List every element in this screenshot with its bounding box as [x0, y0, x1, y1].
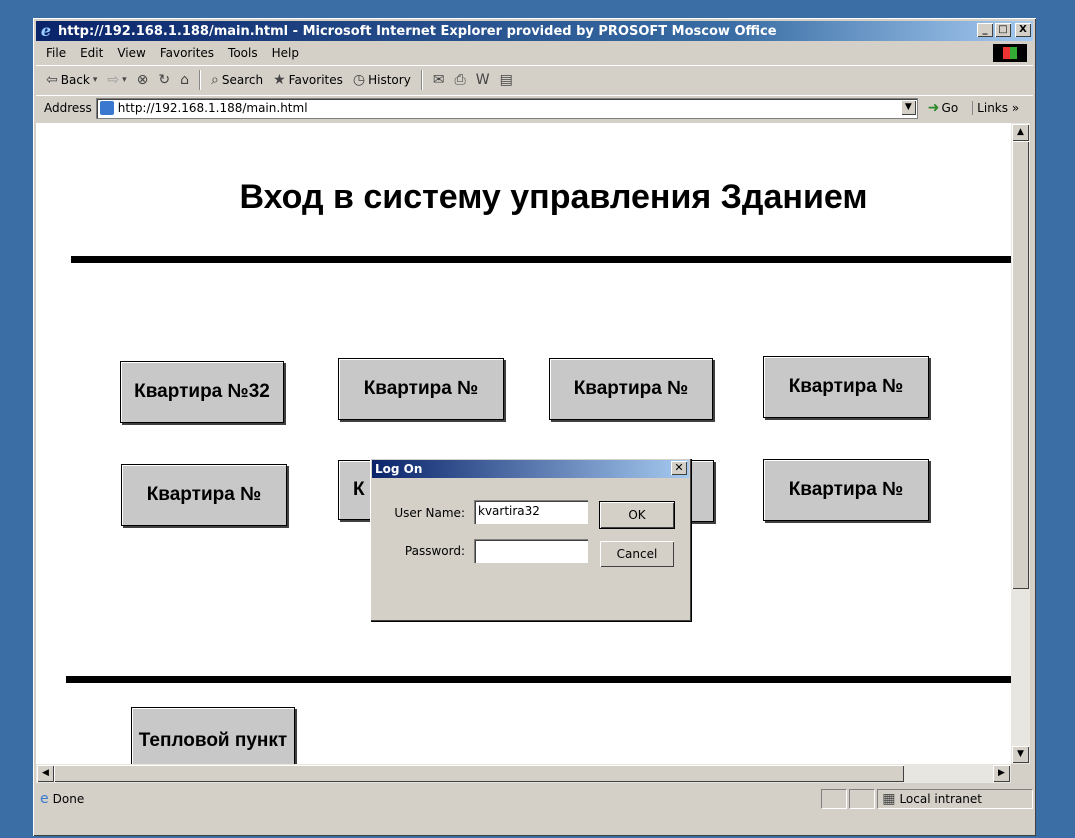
maximize-button[interactable]: □: [995, 23, 1011, 37]
scroll-left-icon[interactable]: ◀: [37, 765, 54, 782]
close-button[interactable]: X: [1015, 23, 1031, 37]
dialog-title: Log On: [375, 462, 423, 476]
search-label: Search: [221, 73, 264, 87]
windows-logo-icon: [993, 44, 1027, 62]
vertical-scrollbar[interactable]: ▲ ▼: [1011, 123, 1030, 764]
address-label: Address: [44, 101, 92, 115]
menu-bar: File Edit View Favorites Tools Help: [36, 43, 1033, 63]
address-dropdown-icon[interactable]: ▼: [900, 99, 916, 115]
password-label: Password:: [404, 544, 465, 558]
go-button[interactable]: ➜ Go: [928, 100, 958, 116]
vertical-scroll-thumb[interactable]: [1012, 141, 1029, 589]
history-icon: ◷: [352, 72, 366, 88]
menu-view[interactable]: View: [117, 46, 146, 60]
scroll-up-icon[interactable]: ▲: [1012, 124, 1029, 141]
back-arrow-icon: ⇦: [46, 72, 58, 88]
apartment-button[interactable]: Квартира №: [121, 464, 287, 526]
print-icon[interactable]: ⎙: [454, 72, 466, 88]
back-button[interactable]: ⇦ Back ▾: [46, 72, 97, 88]
bottom-divider: [66, 676, 1011, 683]
status-cell: [821, 789, 848, 809]
logon-dialog: Log On ✕ User Name: kvartira32 Password:…: [370, 458, 691, 621]
apartment-button[interactable]: Квартира №: [763, 459, 929, 521]
page-title: Вход в систему управления Зданием: [239, 178, 868, 216]
menu-tools[interactable]: Tools: [228, 46, 258, 60]
discuss-icon[interactable]: ▤: [499, 72, 513, 88]
word-edit-icon[interactable]: W: [475, 72, 490, 88]
stop-icon[interactable]: ⊗: [136, 72, 149, 88]
forward-button[interactable]: ⇨ ▾: [107, 72, 126, 88]
minimize-button[interactable]: _: [977, 23, 993, 37]
security-zone: ▦ Local intranet: [877, 789, 1033, 809]
dialog-title-bar[interactable]: Log On ✕: [372, 460, 689, 478]
toolbar: ⇦ Back ▾ ⇨ ▾ ⊗ ↻ ⌂ ⌕ Search ★ Favorites …: [36, 65, 1033, 94]
ok-button[interactable]: OK: [599, 501, 675, 529]
home-icon[interactable]: ⌂: [180, 72, 190, 88]
go-arrow-icon: ➜: [927, 100, 940, 116]
scroll-right-icon[interactable]: ▶: [993, 765, 1010, 782]
window-controls: _ □ X: [977, 23, 1031, 37]
address-bar: Address http://192.168.1.188/main.html ▼…: [36, 95, 1033, 120]
favorites-icon: ★: [273, 72, 286, 88]
search-button[interactable]: ⌕ Search: [211, 72, 263, 88]
links-button[interactable]: Links »: [972, 101, 1019, 115]
heating-station-button[interactable]: Тепловой пункт: [131, 707, 295, 764]
back-label: Back: [60, 73, 90, 87]
zone-label: Local intranet: [899, 792, 982, 806]
toolbar-separator: [199, 70, 202, 90]
links-label: Links: [977, 101, 1008, 115]
status-text: Done: [52, 792, 85, 806]
refresh-icon[interactable]: ↻: [158, 72, 171, 88]
address-input[interactable]: http://192.168.1.188/main.html ▼: [95, 97, 918, 119]
apartment-button[interactable]: Квартира №: [338, 358, 504, 420]
window-title: http://192.168.1.188/main.html - Microso…: [58, 23, 777, 39]
username-label: User Name:: [394, 506, 465, 520]
top-divider: [71, 256, 1011, 263]
menu-edit[interactable]: Edit: [80, 46, 104, 60]
status-bar: e Done ▦ Local intranet: [36, 788, 1033, 810]
horizontal-scroll-thumb[interactable]: [54, 765, 904, 782]
address-url: http://192.168.1.188/main.html: [117, 101, 308, 115]
dialog-close-button[interactable]: ✕: [671, 461, 687, 475]
cancel-button[interactable]: Cancel: [600, 541, 674, 567]
apartment-button[interactable]: Квартира №: [763, 356, 929, 418]
forward-arrow-icon: ⇨: [107, 72, 120, 88]
horizontal-scrollbar[interactable]: ◀ ▶: [36, 764, 1011, 783]
history-button[interactable]: ◷ History: [353, 72, 411, 88]
favorites-label: Favorites: [288, 73, 343, 87]
menu-help[interactable]: Help: [271, 46, 299, 60]
toolbar-separator: [420, 70, 423, 90]
password-field[interactable]: [474, 539, 588, 563]
username-field[interactable]: kvartira32: [474, 500, 588, 524]
ie-page-icon: e: [40, 791, 49, 807]
apartment-32-button[interactable]: Квартира №32: [120, 361, 284, 423]
history-label: History: [368, 73, 411, 87]
status-cell: [849, 789, 876, 809]
ie-window: e http://192.168.1.188/main.html - Micro…: [33, 18, 1036, 836]
search-icon: ⌕: [211, 72, 219, 88]
menu-file[interactable]: File: [46, 46, 67, 60]
go-label: Go: [941, 101, 959, 115]
mail-icon[interactable]: ✉: [432, 72, 445, 88]
menu-favorites[interactable]: Favorites: [159, 46, 215, 60]
chevron-down-icon: ▾: [92, 75, 98, 85]
chevron-down-icon: ▾: [122, 75, 127, 85]
ie-logo-icon: e: [40, 21, 52, 40]
apartment-button[interactable]: Квартира №: [549, 358, 713, 420]
page-content: Вход в систему управления Зданием Кварти…: [36, 123, 1011, 764]
page-icon: [99, 101, 114, 115]
scroll-down-icon[interactable]: ▼: [1012, 746, 1029, 763]
intranet-icon: ▦: [882, 791, 896, 807]
status-done: e Done: [36, 791, 819, 807]
title-bar[interactable]: e http://192.168.1.188/main.html - Micro…: [36, 21, 1033, 41]
favorites-button[interactable]: ★ Favorites: [273, 72, 343, 88]
